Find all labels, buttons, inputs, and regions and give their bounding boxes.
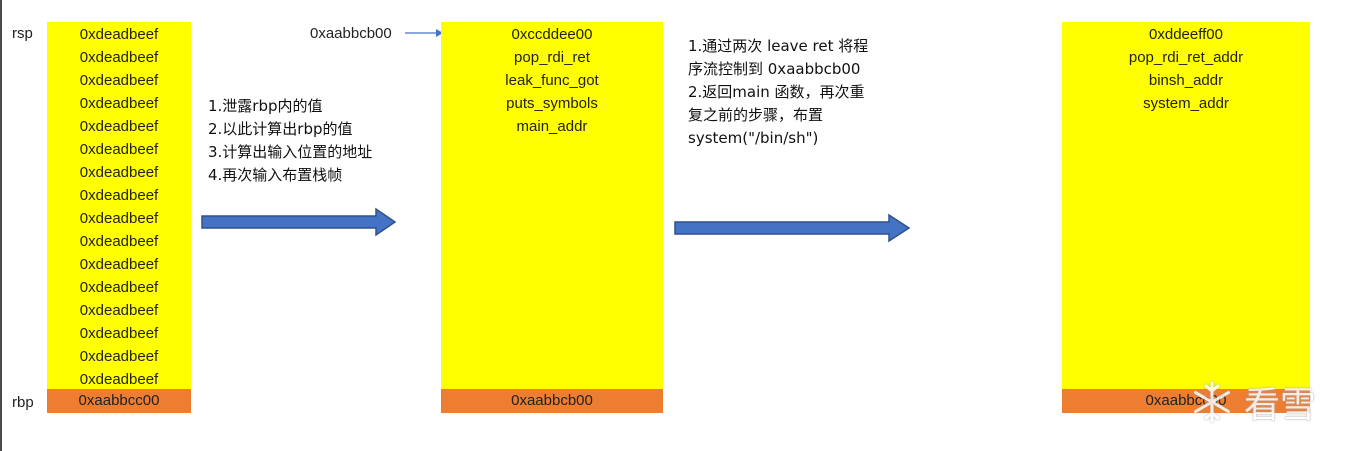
stack1-cell: 0xdeadbeef	[79, 141, 159, 158]
snowflake-icon	[1194, 381, 1230, 423]
stack3-cell: pop_rdi_ret_addr	[1128, 49, 1244, 66]
steps1-line: 4.再次输入布置栈帧	[208, 166, 343, 184]
right-arrow-2-icon	[674, 213, 911, 243]
stack1-cell: 0xdeadbeef	[79, 95, 159, 112]
steps2-line: 2.返回main 函数，再次重	[688, 83, 865, 101]
steps2-line: 序流控制到 0xaabbcb00	[688, 60, 861, 78]
pointer-arrow-icon	[405, 29, 443, 37]
rsp-label: rsp	[12, 25, 33, 42]
stack1-rbp-cell: 0xaabbcc00	[47, 389, 191, 413]
steps-1-text: 1.泄露rbp内的值 2.以此计算出rbp的值 3.计算出输入位置的地址 4.再次输入…	[208, 95, 372, 187]
stack1-cell: 0xdeadbeef	[79, 325, 159, 342]
stack1-cell: 0xdeadbeef	[79, 118, 159, 135]
stack2-cell: leak_func_got	[505, 72, 599, 89]
stack2-cell: 0xccddee00	[511, 26, 593, 43]
steps2-line: 1.通过两次 leave ret 将程	[688, 37, 869, 55]
steps2-line: system("/bin/sh")	[688, 129, 819, 147]
stack1-cell: 0xdeadbeef	[79, 72, 159, 89]
stack1-cell: 0xdeadbeef	[79, 164, 159, 181]
stack3-cell: system_addr	[1143, 95, 1229, 112]
steps1-line: 2.以此计算出rbp的值	[208, 120, 353, 138]
stack-frame-2: 0xccddee00 pop_rdi_ret leak_func_got puts_s…	[441, 22, 663, 413]
stack1-cell: 0xdeadbeef	[79, 279, 159, 296]
steps1-line: 3.计算出输入位置的地址	[208, 143, 373, 161]
stack1-cell: 0xdeadbeef	[79, 187, 159, 204]
stack3-rbp-cell: 0xaabbcc00	[1062, 389, 1310, 413]
watermark: 看雪	[1190, 372, 1350, 432]
stack3-cell: 0xddeeff00	[1149, 26, 1223, 43]
watermark-text: 看雪	[1244, 385, 1317, 426]
stack3-cell: binsh_addr	[1148, 72, 1224, 89]
rbp-label: rbp	[12, 394, 34, 411]
stack2-cell: pop_rdi_ret	[514, 49, 590, 66]
stack1-cell: 0xdeadbeef	[79, 302, 159, 319]
stack-frame-1: 0xdeadbeef 0xdeadbeef 0xdeadbeef 0xdeadbeef…	[47, 22, 191, 413]
stack2-cell: puts_symbols	[506, 95, 598, 112]
stack1-cell: 0xdeadbeef	[79, 233, 159, 250]
stack1-cell: 0xdeadbeef	[79, 49, 159, 66]
stack1-cell: 0xdeadbeef	[79, 26, 159, 43]
steps-2-text: 1.通过两次 leave ret 将程序流控制到 0xaabbcb00 2.返回m…	[688, 33, 868, 148]
steps2-line: 复之前的步骤，布置	[688, 106, 824, 124]
stack1-cell: 0xdeadbeef	[79, 210, 159, 227]
steps1-line: 1.泄露rbp内的值	[208, 97, 323, 115]
stack1-cell: 0xdeadbeef	[79, 371, 159, 388]
window-left-border	[0, 0, 2, 451]
pointer-label: 0xaabbcb00	[310, 25, 392, 42]
stack2-cell: main_addr	[516, 118, 588, 135]
right-arrow-1-icon	[201, 207, 397, 237]
stack2-rbp-cell: 0xaabbcb00	[441, 389, 663, 413]
stack1-cell: 0xdeadbeef	[79, 256, 159, 273]
stack1-cell: 0xdeadbeef	[79, 348, 159, 365]
